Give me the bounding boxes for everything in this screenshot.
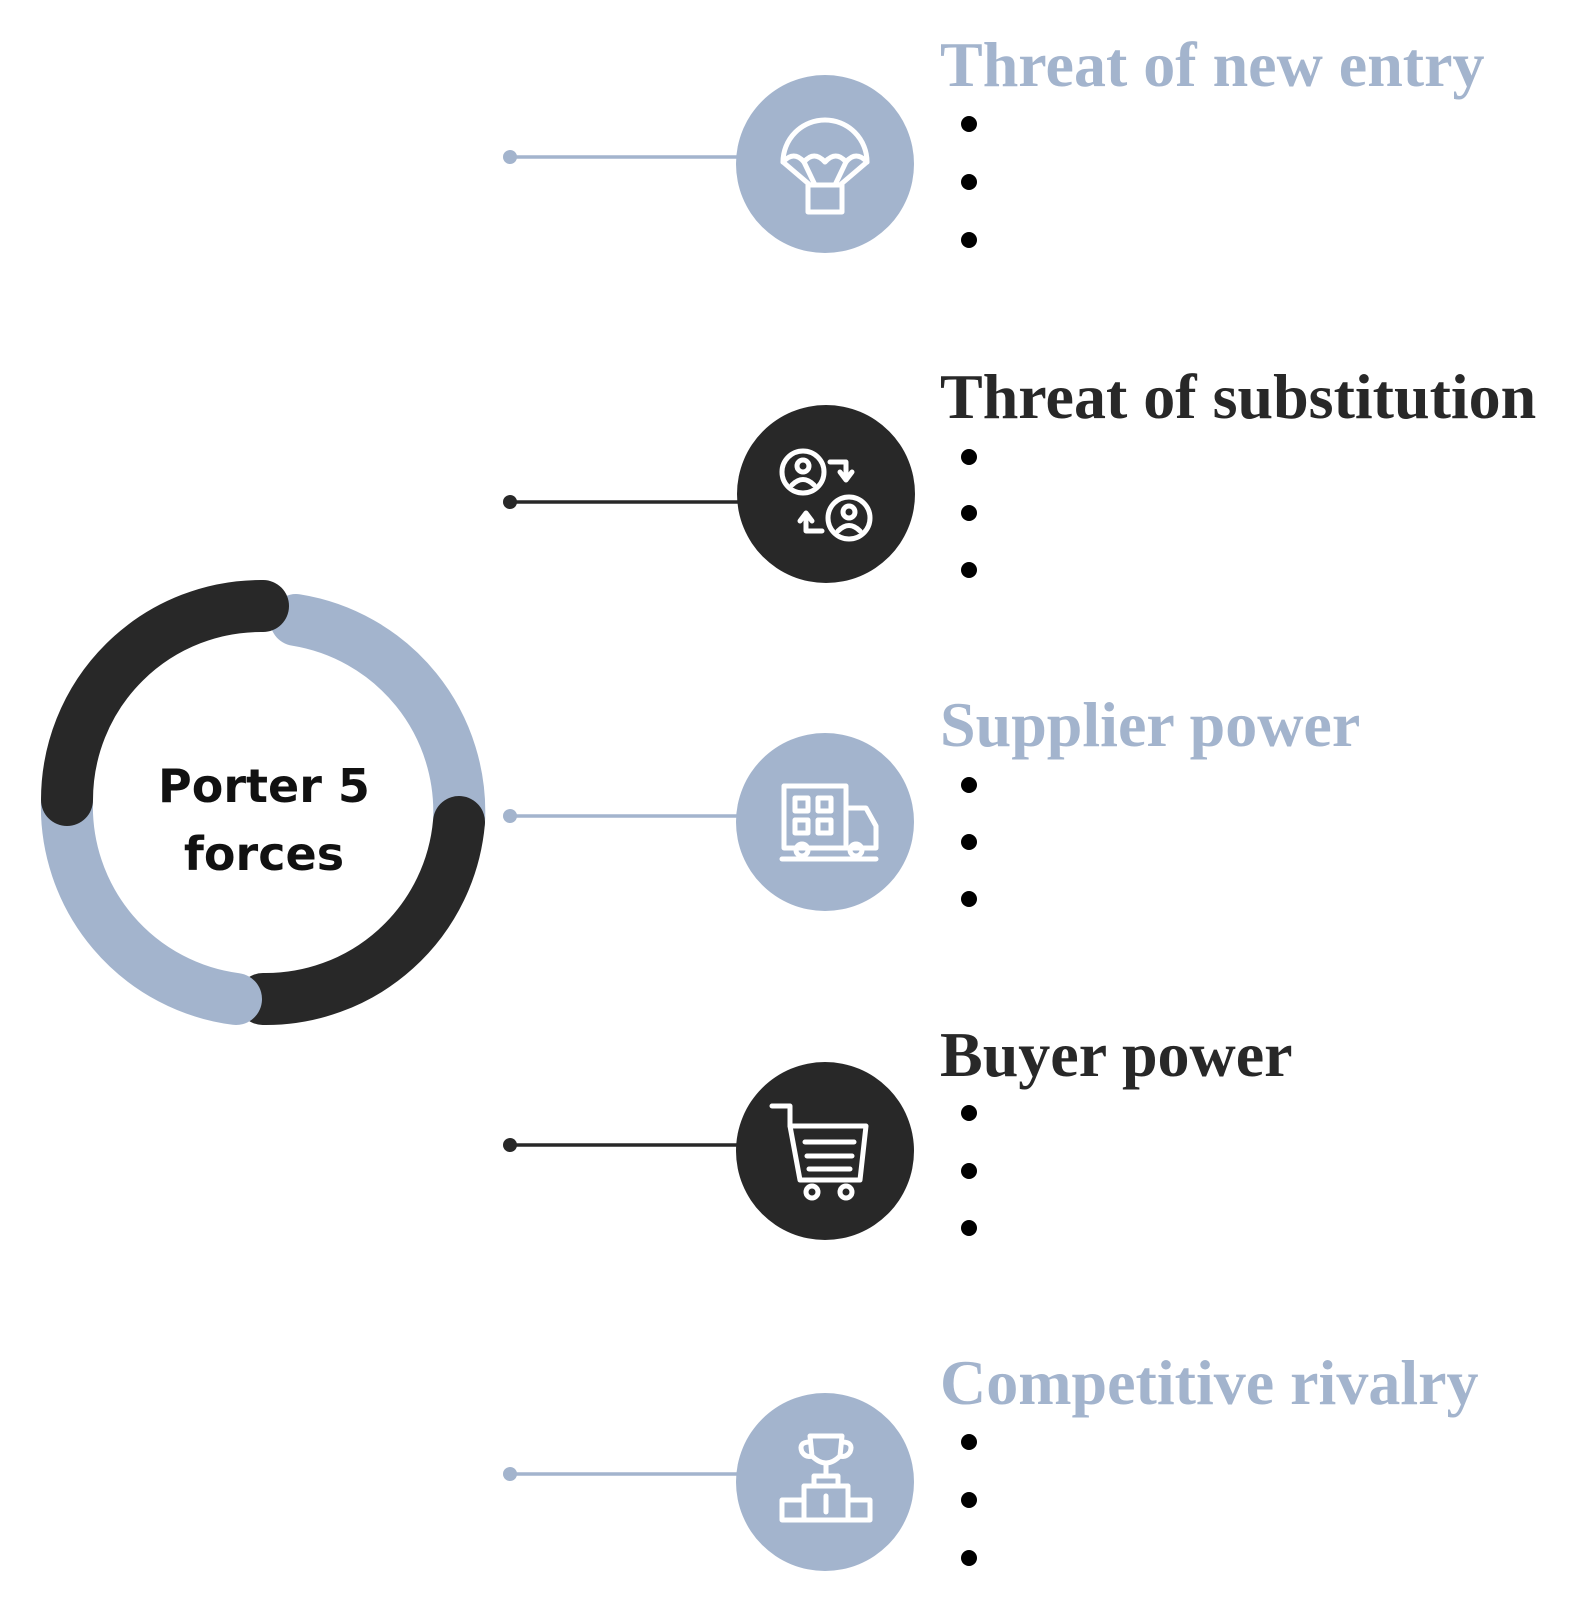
- bullet-point: [961, 1220, 977, 1236]
- bullet-point: [961, 1105, 977, 1121]
- bullet-point: [961, 1492, 977, 1508]
- center-ring: Porter 5 forces: [40, 579, 486, 1026]
- delivery-truck-icon: [779, 783, 879, 862]
- connector-dot: [503, 809, 517, 823]
- parachute-icon: [780, 117, 870, 215]
- force-icon-circle: [737, 405, 915, 583]
- bullet-point: [961, 834, 977, 850]
- force-title: Buyer power: [940, 1019, 1293, 1090]
- force-threat-of-new-entry: Threat of new entry: [503, 29, 1485, 253]
- center-label-line2: forces: [184, 827, 344, 881]
- force-title: Supplier power: [940, 689, 1360, 760]
- bullet-point: [961, 891, 977, 907]
- bullet-point: [961, 505, 977, 521]
- connector-dot: [503, 1467, 517, 1481]
- force-title: Competitive rivalry: [940, 1347, 1479, 1418]
- force-icon-circle: [736, 1062, 914, 1240]
- force-supplier-power: Supplier power: [503, 689, 1360, 911]
- force-buyer-power: Buyer power: [503, 1019, 1293, 1240]
- ring-segment-blue-left: [40, 774, 262, 1025]
- bullet-point: [961, 1550, 977, 1566]
- ring-segment-dark-top: [41, 579, 289, 826]
- force-title: Threat of new entry: [940, 29, 1485, 100]
- bullet-point: [961, 1163, 977, 1179]
- connector-dot: [503, 495, 517, 509]
- bullet-point: [961, 562, 977, 578]
- ring-segment-dark-bottom: [237, 796, 485, 1026]
- force-title: Threat of substitution: [940, 361, 1536, 432]
- bullet-point: [961, 116, 977, 132]
- bullet-point: [961, 232, 977, 248]
- trophy-podium-icon: [779, 1433, 873, 1523]
- force-icon-circle: [736, 1393, 914, 1571]
- bullet-point: [961, 1434, 977, 1450]
- connector-dot: [503, 1138, 517, 1152]
- user-swap-icon: [779, 448, 873, 542]
- bullet-point: [961, 449, 977, 465]
- ring-segment-blue-right: [270, 594, 486, 848]
- bullet-point: [961, 174, 977, 190]
- shopping-cart-icon: [769, 1103, 869, 1201]
- bullet-point: [961, 777, 977, 793]
- force-threat-of-substitution: Threat of substitution: [503, 361, 1536, 583]
- connector-dot: [503, 150, 517, 164]
- force-competitive-rivalry: Competitive rivalry: [503, 1347, 1479, 1571]
- center-label-line1: Porter 5: [158, 759, 370, 813]
